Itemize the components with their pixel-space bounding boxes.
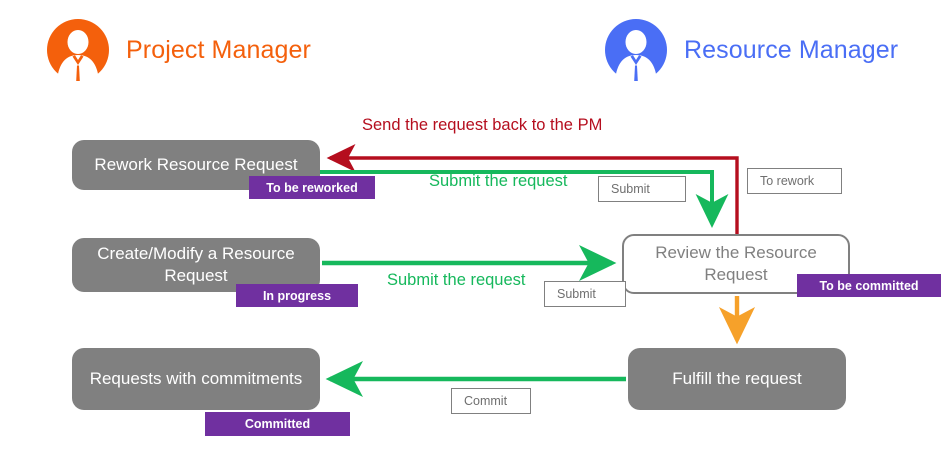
node-fulfill-the-request[interactable]: Fulfill the request xyxy=(628,348,846,410)
edge-label-submit-the-request-top: Submit the request xyxy=(429,172,568,190)
status-badge-committed: Committed xyxy=(205,412,350,436)
edge-label-send-request-back: Send the request back to the PM xyxy=(362,116,603,134)
status-badge-to-be-committed: To be committed xyxy=(797,274,941,297)
submit-button-rework-flow[interactable]: Submit xyxy=(598,176,686,202)
commit-button[interactable]: Commit xyxy=(451,388,531,414)
node-rework-resource-request[interactable]: Rework Resource Request xyxy=(72,140,320,190)
role-label-project-manager: Project Manager xyxy=(126,35,311,64)
role-header-project-manager: Project Manager xyxy=(46,18,311,82)
role-label-resource-manager: Resource Manager xyxy=(684,35,899,64)
status-badge-in-progress: In progress xyxy=(236,284,358,307)
status-badge-to-be-reworked: To be reworked xyxy=(249,176,375,199)
person-avatar-icon xyxy=(46,18,110,82)
submit-button-create-flow[interactable]: Submit xyxy=(544,281,626,307)
edge-review-to-rework xyxy=(326,144,739,236)
node-requests-with-commitments[interactable]: Requests with commitments xyxy=(72,348,320,410)
role-header-resource-manager: Resource Manager xyxy=(604,18,898,82)
to-rework-button[interactable]: To rework xyxy=(747,168,842,194)
node-create-modify-resource-request[interactable]: Create/Modify a Resource Request xyxy=(72,238,320,292)
person-avatar-icon xyxy=(604,18,668,82)
edge-rework-to-review xyxy=(320,170,729,228)
edge-label-submit-the-request-middle: Submit the request xyxy=(387,271,526,289)
